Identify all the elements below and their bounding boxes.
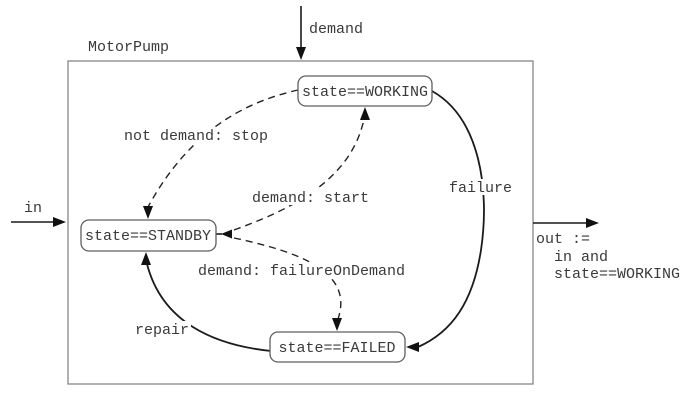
demand-input-label: demand [309, 21, 363, 38]
transition-failure-path [417, 90, 485, 348]
failure-on-demand-label-mask [195, 262, 407, 278]
transition-start-path [233, 118, 365, 231]
state-failed-box [269, 331, 406, 363]
in-arrowhead-icon [53, 217, 66, 227]
transition-failure-on-demand-label: demand: failureOnDemand [198, 263, 405, 280]
state-failed: state==FAILED [269, 331, 406, 363]
out-expression-line3: state==WORKING [554, 266, 680, 283]
state-standby: state==STANDBY [80, 219, 217, 252]
transition-repair-arrowhead-icon [141, 252, 151, 265]
state-working-label: state==WORKING [302, 84, 428, 101]
state-failed-label: state==FAILED [278, 340, 395, 357]
start-label-mask [249, 189, 371, 205]
failure-label-mask [446, 179, 515, 195]
transition-repair-label: repair [135, 322, 189, 339]
component-title: MotorPump [88, 39, 169, 56]
transition-failure-arrowhead-icon [406, 342, 419, 352]
transition-failure-label: failure [449, 180, 512, 197]
out-arrowhead-icon [586, 218, 599, 228]
junction-arrowhead-icon [221, 229, 232, 239]
state-standby-box [80, 219, 217, 252]
demand-arrowhead-icon [296, 47, 306, 60]
transition-start-arrowhead-icon [360, 107, 370, 120]
out-expression-line1: out := [536, 231, 590, 248]
transition-stop-path [147, 89, 299, 208]
state-working-box [297, 75, 433, 107]
transition-failure-on-demand-arrowhead-icon [332, 318, 342, 331]
transition-stop-arrowhead-icon [143, 206, 153, 219]
repair-label-mask [132, 321, 191, 337]
transition-stop-label: not demand: stop [124, 128, 268, 145]
out-expression-line2: in and [554, 249, 608, 266]
stop-label-mask [121, 127, 271, 143]
state-working: state==WORKING [297, 75, 433, 107]
transition-repair-path [146, 263, 272, 352]
in-input-label: in [24, 200, 42, 217]
state-standby-label: state==STANDBY [85, 228, 211, 245]
transition-start-label: demand: start [252, 190, 369, 207]
